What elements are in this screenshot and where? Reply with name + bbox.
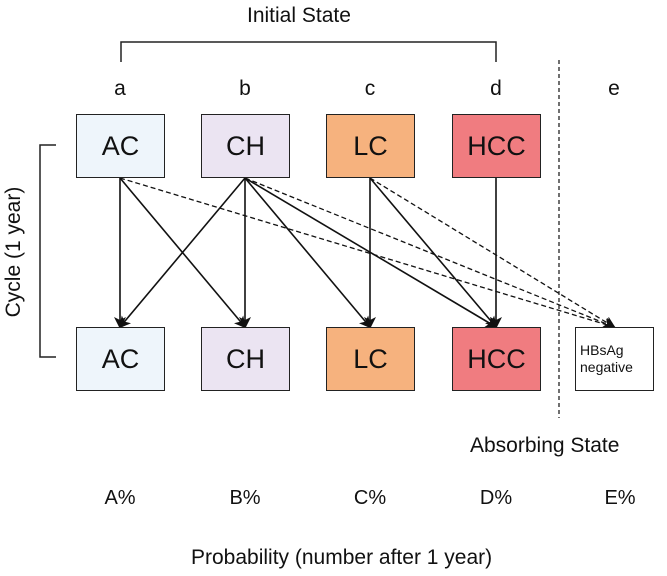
state-hcc-initial-label: HCC <box>467 130 526 161</box>
state-hcc-initial: HCC <box>452 114 541 178</box>
state-lc-after: LC <box>326 327 415 391</box>
cycle-label: Cycle (1 year) <box>2 186 25 318</box>
state-hcc-after: HCC <box>452 327 541 391</box>
probability-a: A% <box>104 487 136 509</box>
column-e-label: e <box>608 77 620 100</box>
arrow-ac-hbsag <box>119 177 616 330</box>
state-ac-initial: AC <box>76 114 165 178</box>
probability-e: E% <box>604 487 636 509</box>
arrow-lc-hcc <box>369 177 498 329</box>
initial-state-title: Initial State <box>247 4 351 27</box>
state-lc-initial-label: LC <box>353 130 388 161</box>
state-ac-after: AC <box>76 327 165 391</box>
state-ch-after-label: CH <box>226 343 265 374</box>
column-b-label: b <box>239 77 251 100</box>
arrow-lc-hbsag <box>369 177 616 329</box>
probability-d: D% <box>479 487 513 509</box>
probability-c: C% <box>353 487 387 509</box>
state-ac-after-label: AC <box>101 343 140 374</box>
hbsag-line2: negative <box>580 359 633 375</box>
hbsag-line1: HBsAg <box>580 342 624 358</box>
probability-caption: Probability (number after 1 year) <box>191 546 493 569</box>
column-d-label: d <box>490 77 502 100</box>
column-c-label: c <box>364 77 376 100</box>
probability-b: B% <box>229 487 261 509</box>
state-ch-after: CH <box>201 327 290 391</box>
arrow-ch-hbsag <box>244 177 616 329</box>
absorbing-state-title: Absorbing State <box>470 434 620 457</box>
arrow-ch-ac <box>118 177 246 329</box>
state-lc-after-label: LC <box>353 343 388 374</box>
state-hbsag-negative: HBsAg negative <box>575 327 654 391</box>
state-lc-initial: LC <box>326 114 415 178</box>
state-ac-initial-label: AC <box>101 130 140 161</box>
absorbing-arrows <box>119 177 616 330</box>
state-hcc-after-label: HCC <box>467 343 526 374</box>
cycle-bracket <box>39 144 56 358</box>
arrow-ch-lc <box>244 177 372 329</box>
initial-state-bracket <box>120 41 497 62</box>
state-ch-initial: CH <box>201 114 290 178</box>
state-ch-initial-label: CH <box>226 130 265 161</box>
hbsag-text: HBsAg negative <box>580 342 633 376</box>
transition-arrows <box>114 177 502 329</box>
column-a-label: a <box>114 77 126 100</box>
